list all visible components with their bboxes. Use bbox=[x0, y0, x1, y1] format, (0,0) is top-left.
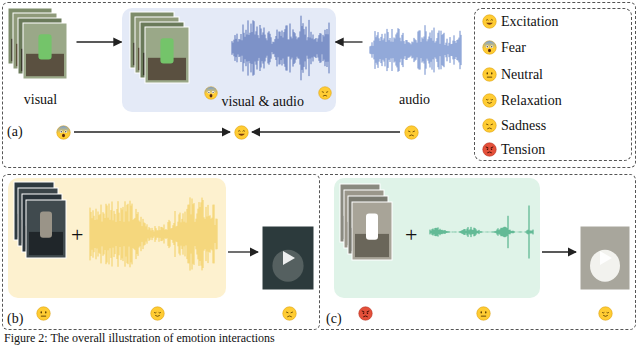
sample-region-fill bbox=[8, 178, 226, 298]
visual-input: visual bbox=[6, 6, 76, 110]
emotion-icon bbox=[359, 307, 373, 321]
legend-icon bbox=[483, 94, 497, 108]
node-label: visual & audio bbox=[222, 94, 304, 110]
output-video-subject bbox=[272, 250, 303, 282]
emotion-icon bbox=[405, 126, 419, 140]
video-frame bbox=[145, 27, 189, 83]
output-video-frame bbox=[262, 226, 314, 290]
graphic bbox=[90, 16, 533, 271]
flow-arrow bbox=[252, 131, 400, 132]
output-video-subject bbox=[590, 250, 620, 282]
video-frame-figure bbox=[40, 212, 52, 238]
legend-icon bbox=[483, 15, 497, 29]
emotion-icon bbox=[319, 87, 332, 100]
video-frame-figure bbox=[38, 34, 51, 59]
connector-arrow bbox=[77, 41, 122, 42]
audio-waveform bbox=[232, 16, 329, 81]
video-frame bbox=[352, 202, 392, 260]
sample-region-fill bbox=[334, 178, 540, 298]
node-label: audio bbox=[399, 92, 430, 108]
panel: (c) bbox=[320, 174, 636, 330]
emotion-icon bbox=[151, 307, 165, 321]
flow-arrow bbox=[542, 251, 576, 252]
play-icon bbox=[283, 251, 295, 265]
node-label: (b) bbox=[7, 311, 23, 327]
panel: (b) bbox=[2, 174, 320, 330]
emotion-icon bbox=[599, 307, 613, 321]
legend-label: Excitation bbox=[501, 14, 559, 30]
flow-arrow bbox=[228, 251, 258, 252]
emotion-icon bbox=[477, 307, 491, 321]
video-frame-figure bbox=[160, 38, 173, 63]
legend-label: Neutral bbox=[501, 67, 543, 83]
audio-waveform bbox=[370, 25, 461, 75]
emotion-icon bbox=[205, 87, 218, 100]
legend-icon bbox=[483, 119, 497, 133]
emotion-icon bbox=[57, 126, 71, 140]
emotion-icon bbox=[235, 126, 249, 140]
legend-label: Relaxation bbox=[501, 93, 562, 109]
connector-arrow bbox=[336, 41, 363, 42]
legend-label: Sadness bbox=[501, 118, 546, 134]
node-label: (a) bbox=[7, 124, 23, 140]
audio-waveform bbox=[430, 206, 533, 259]
audio-waveform bbox=[90, 197, 217, 270]
video-frame bbox=[23, 23, 67, 79]
legend-icon bbox=[483, 143, 497, 157]
legend-label: Fear bbox=[501, 40, 526, 56]
video-frame bbox=[26, 200, 66, 258]
emotion-icon bbox=[37, 307, 51, 321]
legend-label: Tension bbox=[501, 142, 545, 158]
output-video-frame bbox=[580, 226, 630, 290]
node-label: visual bbox=[24, 92, 57, 108]
fusion-region-fill bbox=[122, 8, 336, 112]
play-icon bbox=[600, 251, 612, 265]
figure-caption: Figure 2: The overall illustration of em… bbox=[4, 331, 275, 345]
plus-sign: + bbox=[71, 224, 83, 246]
fusion-region: visual & audio bbox=[122, 8, 336, 112]
plus-sign: + bbox=[405, 224, 417, 246]
node-label: (c) bbox=[326, 311, 342, 327]
legend-icon bbox=[483, 41, 497, 55]
flow-arrow bbox=[74, 131, 230, 132]
emotion-icon bbox=[283, 307, 297, 321]
legend-icon bbox=[483, 68, 497, 82]
legend-box: ExcitationFearNeutralRelaxationSadnessTe… bbox=[474, 8, 632, 161]
audio-input: audio bbox=[364, 6, 466, 110]
video-frame-figure bbox=[366, 214, 378, 240]
graphic bbox=[8, 8, 630, 290]
